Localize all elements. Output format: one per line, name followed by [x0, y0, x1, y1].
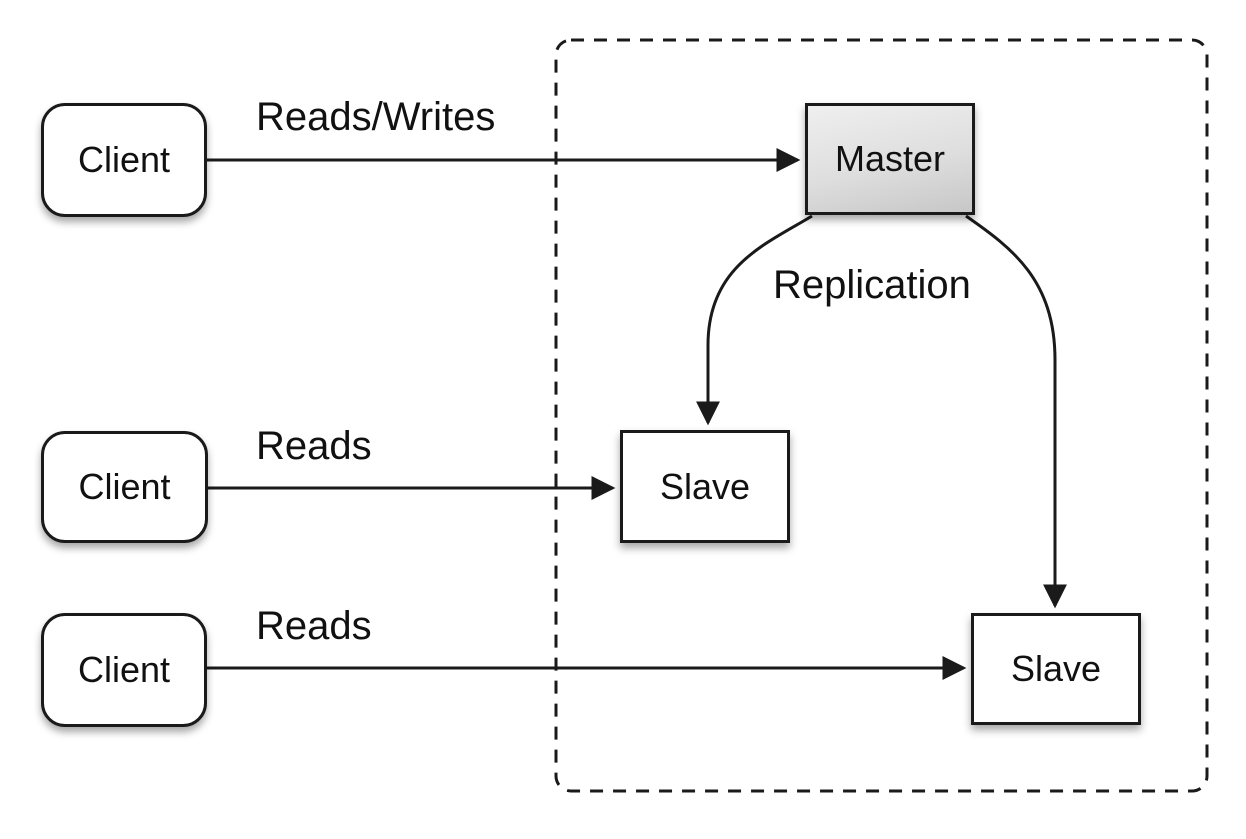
slave-node-1-label: Slave [659, 465, 751, 507]
client-node-3: Client [41, 613, 207, 727]
reads-label-1: Reads [256, 424, 372, 468]
client-node-1-label: Client [77, 139, 171, 180]
slave-node-1: Slave [620, 430, 790, 543]
client-node-2: Client [41, 431, 208, 543]
slave-node-2-label: Slave [1010, 648, 1102, 689]
cluster-boundary-dashed-box [554, 38, 1209, 793]
reads-writes-label: Reads/Writes [256, 95, 496, 139]
replication-label: Replication [773, 263, 971, 307]
client-node-3-label: Client [77, 649, 171, 690]
reads-label-2: Reads [256, 604, 372, 648]
replication-arrow-left [696, 214, 813, 426]
master-node-label: Master [834, 138, 946, 179]
client-node-2-label: Client [78, 466, 171, 507]
client-node-1: Client [41, 103, 207, 217]
slave-node-2: Slave [971, 613, 1141, 725]
replication-arrow-right [965, 214, 1067, 609]
master-node: Master [805, 103, 975, 215]
